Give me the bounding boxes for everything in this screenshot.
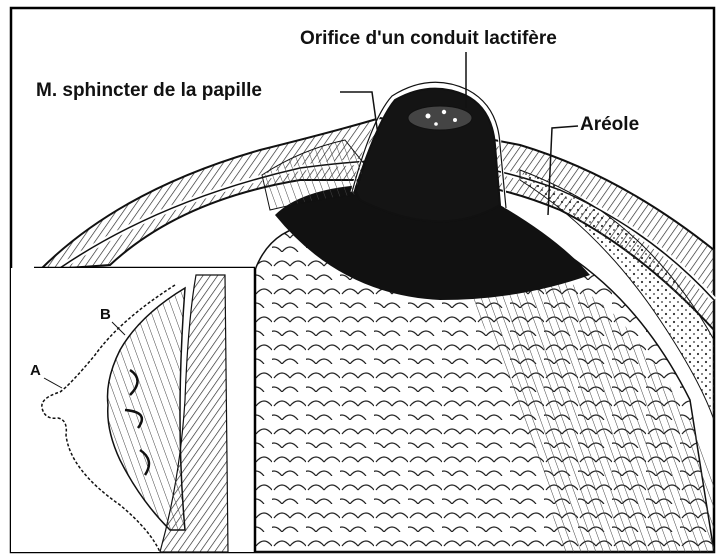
areole-label: Aréole xyxy=(580,114,639,136)
orifice-label: Orifice d'un conduit lactifère xyxy=(300,28,557,50)
lactiferous-orifice xyxy=(426,114,431,119)
inset-label-a: A xyxy=(30,362,41,379)
sphincter-label: M. sphincter de la papille xyxy=(36,80,262,102)
nipple-tip xyxy=(408,106,472,130)
inset-label-b: B xyxy=(100,306,111,323)
